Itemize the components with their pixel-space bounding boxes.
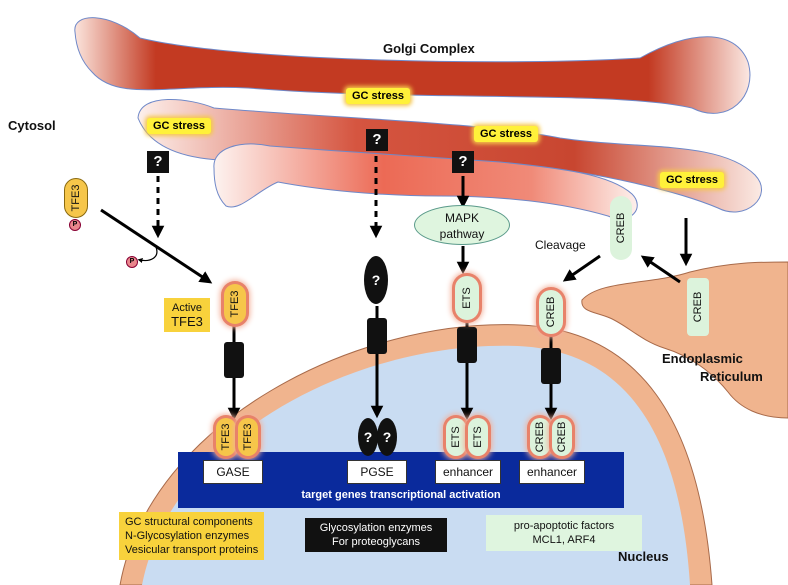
pgse-target-1: Glycosylation enzymes — [319, 522, 433, 534]
gase-target-2: N-Glycosylation enzymes — [125, 530, 250, 542]
tfe3-active: TFE3 — [224, 284, 246, 324]
cytosol-label: Cytosol — [8, 118, 56, 133]
tfe3-dimer-b-label: TFE3 — [242, 423, 254, 451]
unknown-sensor-tfe3: ? — [147, 151, 169, 173]
gase-target-1: GC structural components — [125, 516, 253, 528]
creb-released-label: CREB — [615, 212, 627, 244]
tfe3-phosphorylated: TFE3 — [64, 178, 88, 218]
creb-cleaved: CREB — [539, 290, 563, 334]
tfe3-active-label: TFE3 — [229, 290, 241, 318]
phospho-release-arrow — [137, 246, 158, 263]
golgi-cisterna-top — [74, 17, 751, 114]
mapk-line1: MAPK — [444, 211, 479, 225]
ets-enhancer-element: enhancer — [435, 460, 501, 484]
active-tfe3-line1: Active — [172, 302, 202, 314]
creb-dimer-a: CREB — [530, 418, 550, 456]
ets-dimer-a: ETS — [446, 418, 466, 456]
creb-enhancer-element: enhancer — [519, 460, 585, 484]
released-phosphate-icon: P — [126, 256, 138, 268]
active-tfe3-line2: TFE3 — [171, 314, 203, 329]
nuclear-pores — [224, 318, 561, 384]
ets-factor: ETS — [455, 276, 479, 320]
ets-dimer-b-label: ETS — [472, 426, 484, 448]
gc-stress-badge-middle: GC stress — [474, 126, 538, 142]
creb-er-label: CREB — [692, 291, 704, 323]
tfe3-dimer-a: TFE3 — [216, 418, 236, 456]
gase-targets-box: GC structural components N-Glycosylation… — [119, 512, 265, 560]
creb-target-1: pro-apoptotic factors — [513, 520, 615, 532]
er-label-line1: Endoplasmic — [662, 351, 743, 366]
ets-label: ETS — [461, 287, 473, 309]
unknown-sensor-proteoglycan: ? — [366, 129, 388, 151]
creb-dimer-b: CREB — [552, 418, 572, 456]
phosphate-icon: P — [69, 219, 81, 231]
creb-er-bound: CREB — [687, 278, 709, 336]
creb-dimer-b-label: CREB — [556, 421, 568, 453]
tfe3-dimer-b: TFE3 — [238, 418, 258, 456]
gc-stress-badge-left: GC stress — [147, 118, 211, 134]
golgi-complex-label: Golgi Complex — [383, 41, 475, 56]
gase-element: GASE — [203, 460, 263, 484]
golgi-cisterna-bottom — [213, 143, 638, 220]
tfe3-label: TFE3 — [70, 184, 82, 212]
cleavage-label: Cleavage — [535, 238, 586, 252]
unknown-dimer-b: ? — [377, 418, 397, 456]
mapk-pathway: MAPK pathway — [414, 205, 510, 245]
creb-dimer-a-label: CREB — [534, 421, 546, 453]
active-tfe3-box: Active TFE3 — [164, 298, 210, 332]
gc-stress-badge-right: GC stress — [660, 172, 724, 188]
pathway-arrows — [100, 156, 693, 421]
creb-targets-box: pro-apoptotic factors MCL1, ARF4 — [486, 515, 642, 551]
ets-dimer-a-label: ETS — [450, 426, 462, 448]
pgse-element: PGSE — [347, 460, 407, 484]
transcription-bar-label: target genes transcriptional activation — [301, 489, 501, 501]
pgse-targets-box: Glycosylation enzymes For proteoglycans — [305, 518, 447, 552]
creb-cleaved-label: CREB — [545, 296, 557, 328]
nucleus-label: Nucleus — [618, 549, 669, 564]
creb-target-2: MCL1, ARF4 — [532, 534, 596, 546]
gase-target-3: Vesicular transport proteins — [125, 544, 259, 556]
pgse-target-2: For proteoglycans — [331, 536, 421, 548]
unknown-sensor-mapk: ? — [452, 151, 474, 173]
mapk-line2: pathway — [439, 227, 485, 241]
gc-stress-badge-top: GC stress — [346, 88, 410, 104]
unknown-factor: ? — [364, 256, 388, 304]
unknown-dimer-a: ? — [358, 418, 378, 456]
ets-dimer-b: ETS — [468, 418, 488, 456]
er-label-line2: Reticulum — [700, 369, 763, 384]
creb-released: CREB — [610, 196, 632, 260]
tfe3-dimer-a-label: TFE3 — [220, 423, 232, 451]
endoplasmic-reticulum — [581, 261, 788, 419]
